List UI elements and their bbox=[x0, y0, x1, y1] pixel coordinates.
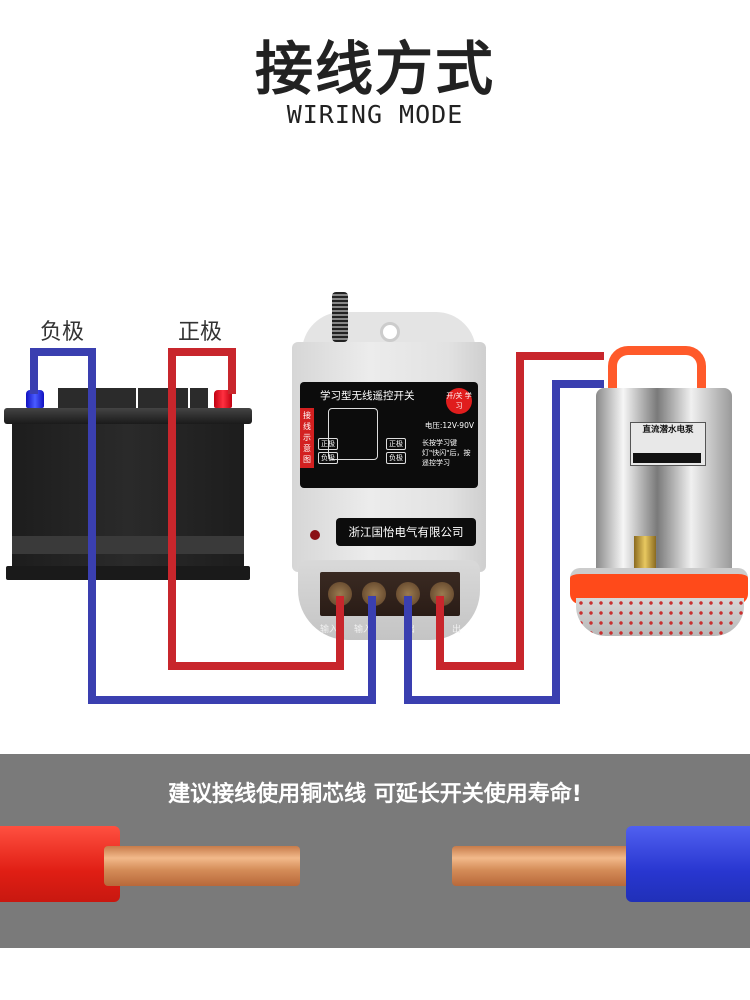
antenna-icon bbox=[332, 292, 348, 342]
pump-handle bbox=[608, 346, 706, 388]
copper-core-icon bbox=[452, 846, 648, 886]
battery-cap bbox=[190, 388, 208, 410]
negative-terminal-icon bbox=[26, 390, 44, 408]
diagram-label: 负极 bbox=[386, 452, 406, 464]
diagram-label: 正极 bbox=[318, 438, 338, 450]
indicator-led-icon bbox=[310, 530, 320, 540]
battery-cap bbox=[58, 388, 76, 410]
company-name: 浙江国怡电气有限公司 bbox=[336, 518, 476, 546]
blue-cable-icon bbox=[626, 826, 750, 902]
battery bbox=[4, 388, 254, 588]
pump-intake-grill bbox=[576, 598, 744, 636]
wire-negative-output bbox=[404, 380, 604, 704]
diagram-label: 负极 bbox=[318, 452, 338, 464]
battery-lid bbox=[4, 408, 252, 424]
terminal-label: 出 bbox=[452, 625, 462, 635]
pump-nameplate: 直流潜水电泵 bbox=[630, 422, 706, 466]
page-title: 接线方式 bbox=[254, 35, 495, 103]
diagram-label: 正极 bbox=[386, 438, 406, 450]
panel-title: 学习型无线遥控开关 bbox=[320, 390, 415, 402]
wiring-diagram-tag: 接线示意图 bbox=[300, 408, 314, 468]
water-pump: 直流潜水电泵 bbox=[570, 346, 748, 646]
wire-positive-input bbox=[168, 348, 344, 670]
switch-label-panel: 学习型无线遥控开关 接线示意图 开/关 学习 正极 负极 正极 负极 电压:12… bbox=[300, 382, 478, 488]
wiring-diagram bbox=[30, 348, 604, 704]
pump-nameplate-title: 直流潜水电泵 bbox=[642, 425, 694, 435]
red-cable-icon bbox=[0, 826, 120, 902]
pump-body bbox=[596, 388, 732, 568]
wire-positive-output bbox=[436, 352, 604, 670]
voltage-rating: 电压:12V-90V bbox=[424, 421, 474, 430]
mount-hole-icon bbox=[380, 322, 400, 342]
copper-wire-banner: 建议接线使用铜芯线 可延长开关使用寿命! bbox=[0, 754, 750, 948]
terminal-label: 输入 bbox=[354, 625, 373, 635]
positive-pole-label: 正极 bbox=[178, 320, 223, 345]
battery-band bbox=[12, 536, 244, 554]
on-off-learn-badge: 开/关 学习 bbox=[446, 388, 472, 414]
wire-negative-input bbox=[30, 348, 376, 704]
copper-core-icon bbox=[104, 846, 300, 886]
negative-pole-label: 负极 bbox=[40, 320, 85, 345]
device-diagram-icon bbox=[328, 408, 378, 460]
nameplate-bar bbox=[633, 453, 701, 463]
learn-instructions: 长按学习键 灯"快闪"后，按遥控学习 bbox=[422, 439, 471, 467]
copper-wire-tip: 建议接线使用铜芯线 可延长开关使用寿命! bbox=[168, 782, 582, 807]
terminal-label: 输入 bbox=[320, 625, 339, 635]
page-subtitle: WIRING MODE bbox=[286, 100, 464, 129]
positive-terminal-icon bbox=[214, 390, 232, 408]
battery-base bbox=[6, 566, 250, 580]
